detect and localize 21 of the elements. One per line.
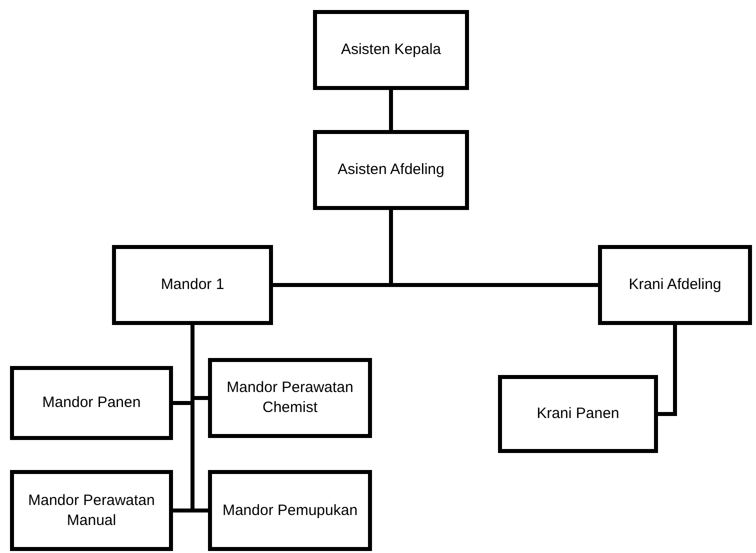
- position-title: Mandor Pemupukan: [222, 500, 358, 520]
- org-box: [313, 130, 469, 210]
- org-box: [10, 470, 173, 551]
- connector-line: [658, 325, 677, 416]
- position-title: Asisten Kepala: [340, 40, 442, 60]
- position-title: Mandor Perawatan Chemist: [226, 378, 354, 418]
- connector-line: [389, 90, 393, 130]
- position-title: Mandor 1: [160, 275, 224, 295]
- org-box: [10, 366, 173, 440]
- position-title: Mandor Perawatan Manual: [27, 490, 156, 530]
- connector-line: [389, 210, 598, 287]
- org-box: [208, 470, 372, 551]
- org-box: [112, 245, 273, 325]
- org-box: [313, 10, 469, 90]
- position-title: Krani Afdeling: [628, 275, 722, 295]
- position-title: Mandor Panen: [42, 393, 141, 413]
- position-title: Asisten Afdeling: [338, 160, 444, 180]
- org-box: [598, 245, 752, 325]
- position-title: Krani Panen: [536, 404, 620, 424]
- org-box: [208, 358, 372, 438]
- org-box: [498, 375, 658, 453]
